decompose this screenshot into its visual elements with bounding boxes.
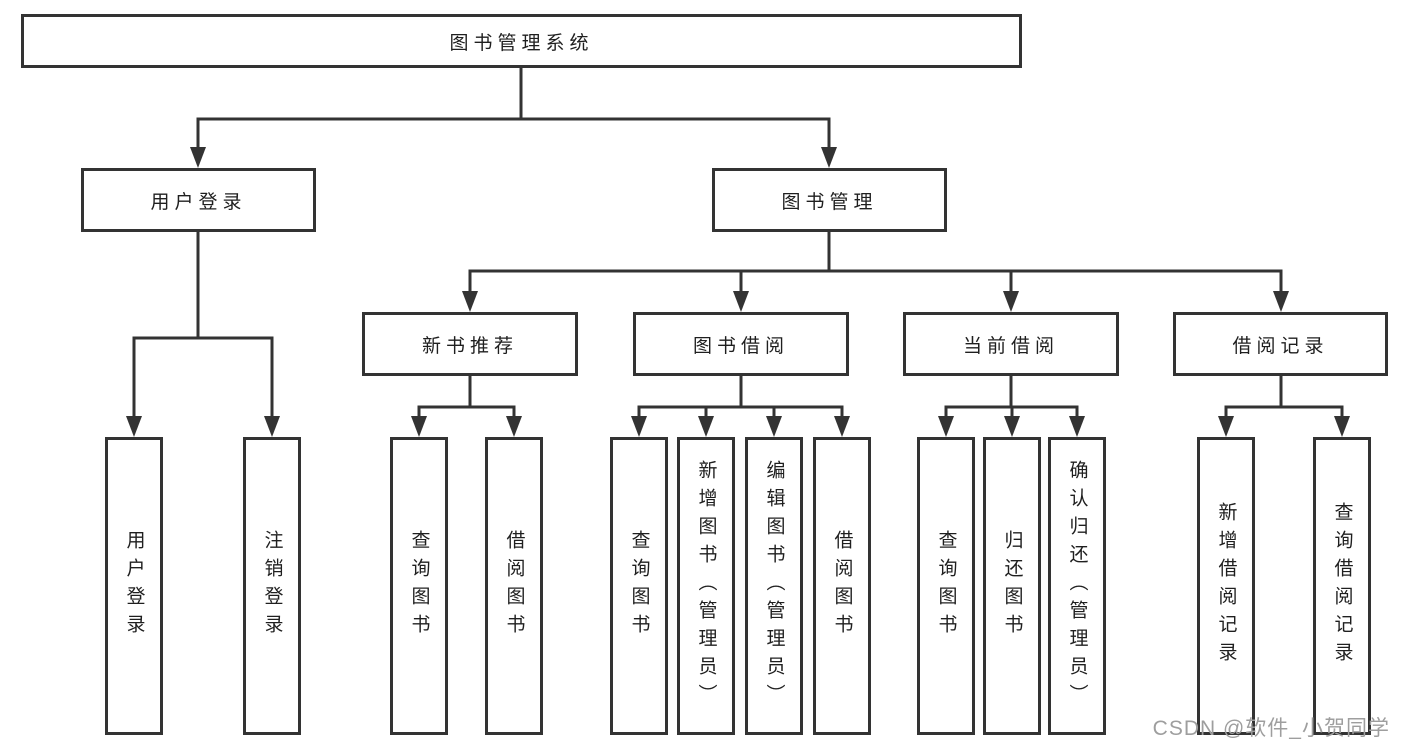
leaf-confirm-return-admin: 确认归还（管理员） [1048,437,1106,735]
leaf-query-book-1: 查询图书 [390,437,448,735]
leaf-query-book-3: 查询图书 [917,437,975,735]
node-library-system: 图书管理系统 [21,14,1022,68]
leaf-borrow-book-2: 借阅图书 [813,437,871,735]
leaf-borrow-book-1: 借阅图书 [485,437,543,735]
leaf-logout: 注销登录 [243,437,301,735]
leaf-query-borrow-record: 查询借阅记录 [1313,437,1371,735]
leaf-user-login: 用户登录 [105,437,163,735]
node-current-borrow: 当前借阅 [903,312,1119,376]
node-borrow-records: 借阅记录 [1173,312,1388,376]
leaf-label: 借阅图书 [831,530,853,642]
csdn-watermark: CSDN @软件_小贺同学 [1152,717,1390,740]
leaf-label: 借阅图书 [503,530,525,642]
leaf-add-borrow-record: 新增借阅记录 [1197,437,1255,735]
leaf-label: 新增图书（管理员） [695,460,717,712]
leaf-return-book: 归还图书 [983,437,1041,735]
leaf-label: 查询图书 [408,530,430,642]
leaf-edit-book-admin: 编辑图书（管理员） [745,437,803,735]
leaf-label: 确认归还（管理员） [1066,460,1088,712]
node-user-login: 用户登录 [81,168,316,232]
leaf-label: 查询图书 [935,530,957,642]
leaf-label: 编辑图书（管理员） [763,460,785,712]
node-new-book-recommend: 新书推荐 [362,312,578,376]
leaf-query-book-2: 查询图书 [610,437,668,735]
leaf-label: 新增借阅记录 [1215,502,1237,670]
leaf-label: 查询借阅记录 [1331,502,1353,670]
node-book-borrow: 图书借阅 [633,312,849,376]
leaf-add-book-admin: 新增图书（管理员） [677,437,735,735]
leaf-label: 查询图书 [628,530,650,642]
leaf-label: 用户登录 [123,530,145,642]
leaf-label: 归还图书 [1001,530,1023,642]
leaf-label: 注销登录 [261,530,283,642]
node-book-management: 图书管理 [712,168,947,232]
